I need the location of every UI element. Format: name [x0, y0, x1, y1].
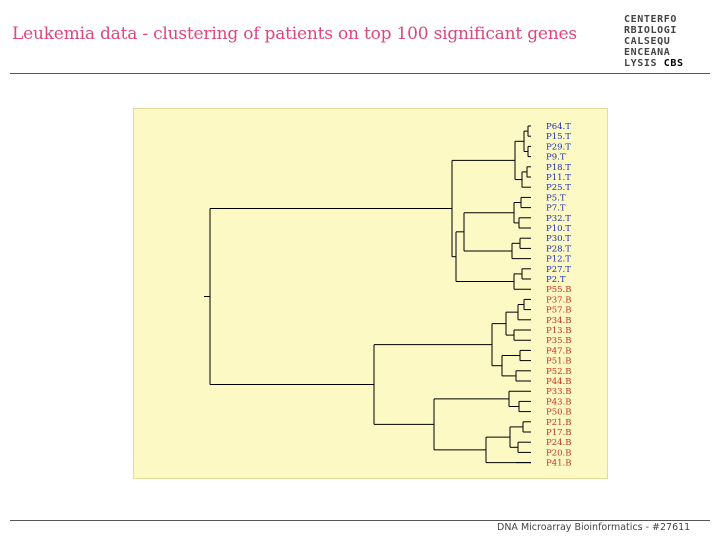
- leaf-label: P5.T: [546, 193, 566, 203]
- leaf-label: P9.T: [546, 153, 566, 163]
- leaf-label: P55.B: [546, 285, 571, 295]
- leaf-label: P20.B: [546, 448, 571, 458]
- logo-line: RBIOLOGI: [624, 25, 677, 36]
- leaf-label: P51.B: [546, 357, 571, 367]
- leaf-label: P12.T: [546, 255, 571, 265]
- logo-line: LYSIS CBS: [624, 58, 714, 69]
- leaf-label: P32.T: [546, 214, 571, 224]
- logo-cbs-text: CBS: [663, 58, 684, 69]
- leaf-label: P64.T: [546, 122, 571, 132]
- leaf-label: P17.B: [546, 428, 571, 438]
- leaf-label: P28.T: [546, 244, 571, 254]
- leaf-label: P37.B: [546, 295, 571, 305]
- leaf-label: P44.B: [546, 377, 571, 387]
- leaf-label: P57.B: [546, 306, 571, 316]
- dendrogram: P64.TP15.TP29.TP9.TP18.TP11.TP25.TP5.TP7…: [204, 122, 571, 469]
- leaf-label: P43.B: [546, 397, 571, 407]
- footer-divider: [10, 520, 710, 521]
- title-divider: [10, 73, 710, 74]
- leaf-label: P13.B: [546, 326, 571, 336]
- leaf-label: P10.T: [546, 224, 571, 234]
- leaf-label: P30.T: [546, 234, 571, 244]
- leaf-label: P11.T: [546, 173, 571, 183]
- footer-text: DNA Microarray Bioinformatics - #27611: [497, 522, 691, 533]
- leaf-label: P52.B: [546, 367, 571, 377]
- leaf-label: P21.B: [546, 418, 571, 428]
- leaf-label: P47.B: [546, 346, 571, 356]
- leaf-label: P34.B: [546, 316, 571, 326]
- leaf-label: P18.T: [546, 163, 571, 173]
- leaf-label: P41.B: [546, 459, 571, 469]
- leaf-label: P25.T: [546, 183, 571, 193]
- leaf-label: P7.T: [546, 204, 566, 214]
- logo-lysis-text: LYSIS: [624, 58, 658, 69]
- leaf-label: P50.B: [546, 408, 571, 418]
- cbs-logo: CENTERFO RBIOLOGI CALSEQU ENCEANA LYSIS …: [624, 14, 714, 69]
- leaf-label: P35.B: [546, 336, 571, 346]
- slide-title: Leukemia data - clustering of patients o…: [12, 24, 577, 44]
- leaf-label: P15.T: [546, 132, 571, 142]
- leaf-label: P33.B: [546, 387, 571, 397]
- logo-line: CENTERFO: [624, 14, 677, 25]
- logo-line: ENCEANA: [624, 47, 671, 58]
- leaf-label: P2.T: [546, 275, 566, 285]
- leaf-label: P27.T: [546, 265, 571, 275]
- leaf-label: P24.B: [546, 438, 571, 448]
- logo-line: CALSEQU: [624, 36, 671, 47]
- leaf-label: P29.T: [546, 142, 571, 152]
